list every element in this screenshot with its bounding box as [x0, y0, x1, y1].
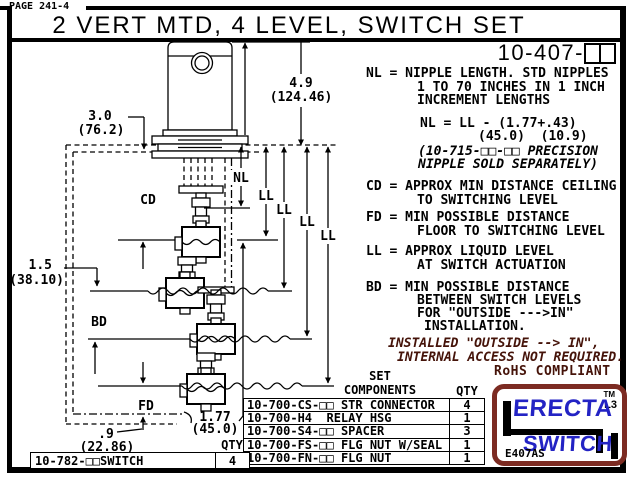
note-formula-line2: (45.0) (10.9): [478, 129, 588, 144]
note-bd-line1: BD = MIN POSSIBLE DISTANCE: [366, 280, 570, 295]
border-top-stub: [0, 6, 8, 10]
component-qty: 3: [449, 424, 484, 438]
part-number-fill-box: [599, 42, 616, 64]
note-nl-line3: INCREMENT LENGTHS: [417, 93, 551, 108]
logo-step-bar: [596, 429, 603, 453]
float-switch-1: [174, 220, 221, 264]
nipple-1-collar: [178, 185, 224, 194]
dim-actuation-in: 1.77: [199, 410, 230, 425]
dim-label-cd: CD: [140, 193, 156, 208]
dim-housing-mm: (124.46): [270, 90, 333, 105]
component-desc: SPACER: [340, 424, 385, 439]
component-qty: 4: [449, 398, 484, 412]
border-top: [86, 6, 626, 10]
components-table-header-set: SET: [369, 369, 391, 383]
logo-l-bracket: [503, 401, 511, 436]
dim-label-ll3: LL: [299, 215, 315, 230]
border-right: [620, 6, 626, 473]
table-row: 10-700-FN-□□ FLG NUT 1: [244, 450, 484, 465]
logo-l3: L3: [604, 399, 617, 411]
note-installed-line1: INSTALLED "OUTSIDE --> IN",: [388, 336, 600, 351]
float-switch-2: [158, 271, 205, 315]
component-qty: 1: [449, 451, 484, 465]
component-desc: STR CONNECTOR: [340, 398, 435, 413]
dim-label-bd: BD: [91, 315, 107, 330]
erecta-switch-logo: TM L3 ERECTA SWITCH E407AS: [492, 384, 627, 466]
switch-qty: 4: [215, 453, 249, 468]
table-row: 10-700-CS-□□ STR CONNECTOR 4: [244, 398, 484, 413]
component-qty: 1: [449, 438, 484, 452]
component-part: 10-700-S4-□□: [247, 424, 334, 439]
liquid-level-lines: [88, 239, 334, 390]
note-bd-line2: BETWEEN SWITCH LEVELS: [417, 293, 582, 308]
dim-label-nl: NL: [233, 171, 249, 186]
dim-spacing-mm: (38.10): [9, 273, 64, 288]
note-cd-line2: TO SWITCHING LEVEL: [417, 193, 558, 208]
switch-desc: SWITCH: [100, 453, 144, 468]
nipple-1-dashed: [183, 158, 213, 186]
flange-assembly: [151, 129, 249, 159]
part-number-prefix: 10-407-: [497, 40, 584, 65]
note-bd-line3: FOR "OUTSIDE --->IN": [417, 306, 574, 321]
table-row: 10-700-FS-□□ FLG NUT W/SEAL 1: [244, 437, 484, 452]
note-formula-line1: NL = LL - (1.77+.43): [420, 116, 577, 131]
table-row: 10-700-S4-□□ SPACER 3: [244, 424, 484, 439]
note-fd-line1: FD = MIN POSSIBLE DISTANCE: [366, 210, 570, 225]
note-nl-line1: NL = NIPPLE LENGTH. STD NIPPLES: [366, 66, 609, 81]
components-table-header-components: COMPONENTS: [343, 383, 417, 397]
floor-leader-hook: [183, 411, 192, 424]
border-bottom: [7, 467, 626, 473]
dim-label-fd: FD: [138, 399, 154, 414]
float-switch-3: [189, 317, 236, 361]
component-part: 10-700-H4: [247, 411, 313, 426]
note-bd-line4: INSTALLATION.: [424, 319, 526, 334]
title-underline: [12, 38, 620, 42]
component-part: 10-700-FN-□□: [247, 450, 334, 465]
components-table: 10-700-CS-□□ STR CONNECTOR 4 10-700-H4 R…: [243, 398, 485, 465]
relay-housing: [167, 41, 233, 131]
border-left: [7, 6, 12, 473]
component-desc: FLG NUT W/SEAL: [340, 437, 443, 452]
switch-table: 10-782-□□ SWITCH 4: [30, 452, 250, 469]
note-precision-line2: NIPPLE SOLD SEPARATELY): [418, 157, 599, 172]
page-title: 2 VERT MTD, 4 LEVEL, SWITCH SET: [52, 12, 526, 39]
note-fd-line2: FLOOR TO SWITCHING LEVEL: [417, 224, 605, 239]
note-cd-line1: CD = APPROX MIN DISTANCE CEILING: [366, 179, 617, 194]
note-precision-line1: (10-715-□□-□□ PRECISION: [418, 144, 599, 159]
components-table-header-qty: QTY: [456, 384, 478, 398]
dim-ceiling-in: 3.0: [88, 109, 112, 124]
logo-h-extension: [611, 433, 618, 459]
component-part: 10-700-CS-□□: [247, 398, 334, 413]
note-installed-line2: INTERNAL ACCESS NOT REQUIRED.: [397, 350, 624, 365]
table-row: 10-700-H4 RELAY HSG 1: [244, 411, 484, 426]
component-desc: RELAY HSG: [326, 411, 392, 426]
component-qty: 1: [449, 411, 484, 425]
component-desc: FLG NUT: [340, 450, 392, 465]
dim-floor-mm: (22.86): [80, 440, 135, 455]
dim-floor-in: .9: [98, 427, 114, 442]
part-number: 10-407-: [498, 40, 616, 66]
dim-spacing-in: 1.5: [29, 258, 52, 273]
logo-underbar: [503, 429, 603, 435]
note-ll-line2: AT SWITCH ACTUATION: [417, 258, 566, 273]
dim-actuation-mm: (45.0): [192, 422, 239, 437]
logo-code: E407AS: [505, 447, 545, 460]
switch-table-header-qty: QTY: [221, 438, 243, 452]
logo-tm: TM: [603, 390, 615, 399]
logo-brand-top: ERECTA: [512, 395, 614, 422]
dimension-lines: [64, 42, 331, 433]
note-nl-line2: 1 TO 70 INCHES IN 1 INCH: [417, 80, 605, 95]
page-number-label: PAGE 241-4: [9, 1, 70, 12]
note-ll-line1: LL = APPROX LIQUID LEVEL: [366, 244, 554, 259]
dim-label-ll4: LL: [320, 229, 336, 244]
dim-label-ll1: LL: [258, 189, 274, 204]
dim-ceiling-mm: (76.2): [78, 123, 125, 138]
switch-part: 10-782-□□: [35, 453, 101, 468]
component-part: 10-700-FS-□□: [247, 437, 334, 452]
dim-housing-in: 4.9: [289, 76, 312, 91]
rohs-compliant-label: RoHS COMPLIANT: [494, 364, 611, 379]
dim-label-ll2: LL: [276, 203, 292, 218]
